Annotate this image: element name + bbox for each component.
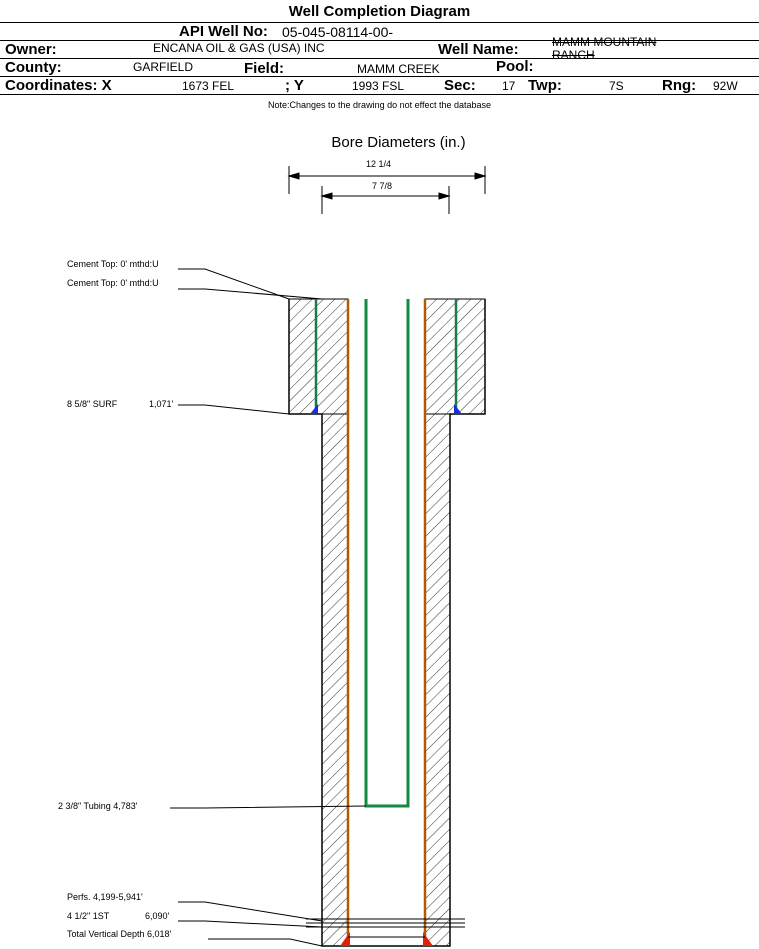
header-rule [0, 76, 759, 77]
bore-dimension-12-1-4 [287, 166, 487, 194]
bore-diameter-label: 12 1/4 [366, 159, 392, 169]
field-value: MAMM CREEK [357, 62, 440, 76]
header-rule [0, 22, 759, 23]
header-rule [0, 40, 759, 41]
production-casing-depth: 6,090' [145, 911, 170, 921]
pool-label: Pool: [496, 58, 534, 75]
page-title: Well Completion Diagram [288, 3, 471, 20]
rng-value: 92W [713, 79, 738, 93]
production-cement-right [424, 413, 451, 947]
perforations [306, 918, 465, 928]
owner-value: ENCANA OIL & GAS (USA) INC [153, 41, 325, 55]
borehole-outline [288, 299, 486, 947]
bore-dimension-7-7-8 [320, 186, 451, 214]
surface-casing-label: 8 5/8" SURF [67, 399, 118, 409]
county-value: GARFIELD [133, 60, 194, 74]
tubing-label: 2 3/8" Tubing 4,783' [58, 801, 138, 811]
well-name-line1: MAMM MOUNTAIN [552, 35, 657, 49]
y-label: ; Y [285, 77, 304, 94]
production-casing-shoe-right [423, 932, 433, 946]
note-text: Note:Changes to the drawing do not effec… [268, 100, 491, 110]
county-label: County: [5, 59, 62, 76]
production-cement-left [321, 413, 349, 947]
twp-label: Twp: [528, 77, 562, 94]
surface-casing-shoe-left [310, 404, 318, 414]
bore-diameter-label: 7 7/8 [372, 181, 393, 191]
well-name-label: Well Name: [438, 41, 519, 58]
header-rule [0, 58, 759, 59]
surface-cement-left [288, 298, 349, 415]
total-depth-label: Total Vertical Depth 6,018' [67, 929, 172, 939]
sec-value: 17 [502, 79, 516, 93]
rng-label: Rng: [662, 77, 697, 94]
bore-title: Bore Diameters (in.) [331, 134, 466, 151]
sec-label: Sec: [444, 77, 476, 94]
production-casing-shoe-left [340, 932, 350, 946]
production-casing-label: 4 1/2" 1ST [67, 911, 110, 921]
leader-lines [170, 268, 367, 947]
tubing-string [364, 299, 410, 808]
perfs-label: Perfs. 4,199-5,941' [67, 892, 143, 902]
x-value: 1673 FEL [182, 79, 235, 93]
api-value: 05-045-08114-00- [282, 24, 394, 40]
header-rule [0, 94, 759, 95]
surface-casing-depth: 1,071' [149, 399, 174, 409]
cement-top-label: Cement Top: 0' mthd:U [67, 278, 159, 288]
field-label: Field: [244, 60, 284, 77]
surface-casing-shoe-right [454, 404, 462, 414]
cement-top-label: Cement Top: 0' mthd:U [67, 259, 159, 269]
api-label: API Well No: [179, 23, 268, 40]
y-value: 1993 FSL [352, 79, 405, 93]
owner-label: Owner: [5, 41, 57, 58]
coords-label: Coordinates: X [5, 77, 112, 94]
twp-value: 7S [609, 79, 624, 93]
